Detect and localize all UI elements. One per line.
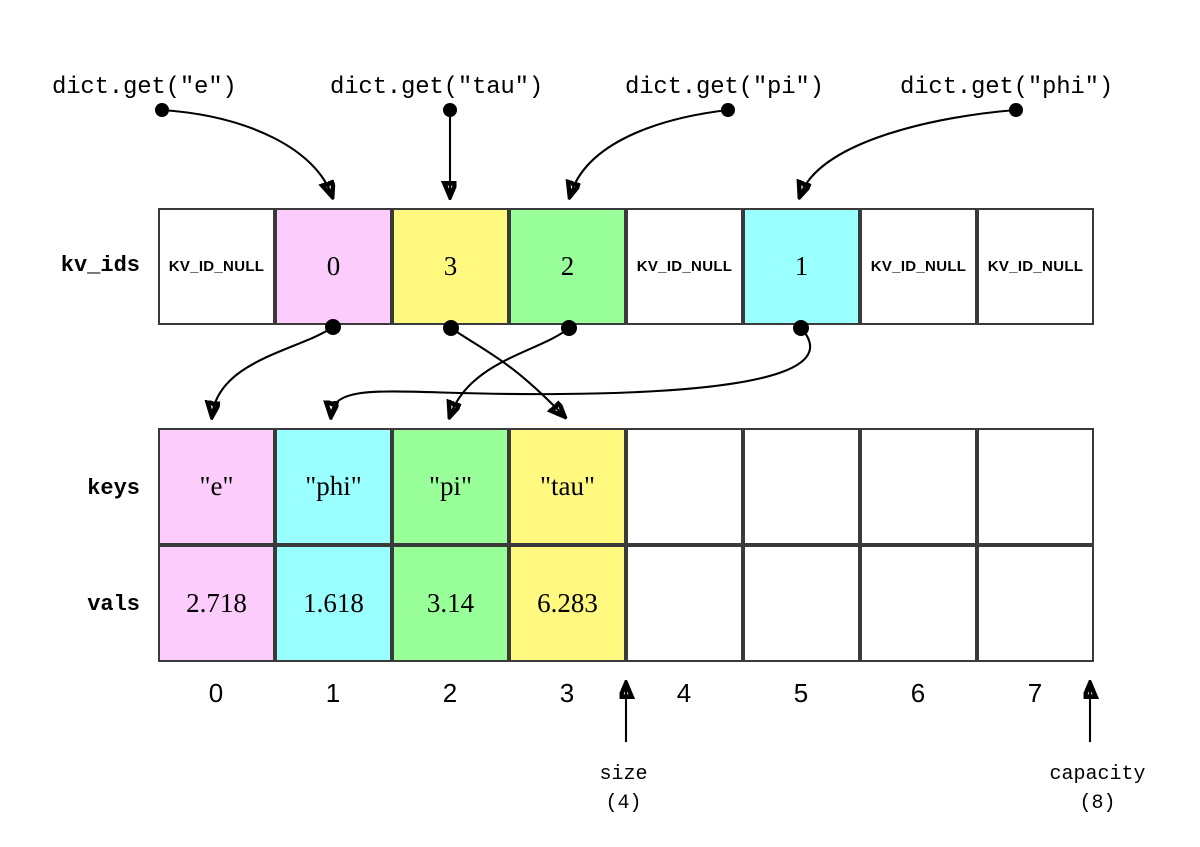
- kv-ids-cell-4: KV_ID_NULL: [626, 208, 743, 325]
- index-label-4: 4: [676, 678, 692, 708]
- call-label-e: dict.get("e"): [52, 74, 237, 101]
- keys-cell-0-text: "e": [199, 471, 234, 501]
- keys-cell-3: "tau": [509, 428, 626, 545]
- size-annotation-name: size: [599, 763, 648, 786]
- connector-kvids2-to-slot3: [443, 320, 564, 416]
- kv-ids-cell-7: KV_ID_NULL: [977, 208, 1094, 325]
- row-label-kv-ids: kv_ids: [60, 253, 140, 278]
- size-annotation-value: (4): [605, 792, 642, 815]
- kv-ids-cell-0: KV_ID_NULL: [158, 208, 275, 325]
- call-label-pi: dict.get("pi"): [625, 74, 824, 101]
- call-label-tau: dict.get("tau"): [330, 74, 544, 101]
- capacity-annotation: capacity (8): [1010, 760, 1185, 818]
- connector-kvids1-to-slot0: [212, 319, 341, 416]
- vals-cell-2-text: 3.14: [426, 588, 475, 618]
- index-label-0: 0: [208, 678, 224, 708]
- size-annotation: size (4): [566, 760, 681, 818]
- kv-ids-cell-6-text: KV_ID_NULL: [870, 258, 967, 275]
- keys-cell-0: "e": [158, 428, 275, 545]
- vals-cell-5: [743, 545, 860, 662]
- index-label-5: 5: [793, 678, 809, 708]
- row-label-keys: keys: [87, 476, 140, 501]
- index-label-1: 1: [325, 678, 341, 708]
- kv-ids-cell-2-text: 3: [443, 251, 458, 281]
- keys-cell-2: "pi": [392, 428, 509, 545]
- kv-ids-cell-5: 1: [743, 208, 860, 325]
- kv-ids-cell-2: 3: [392, 208, 509, 325]
- vals-cell-0: 2.718: [158, 545, 275, 662]
- connector-get-pi-to-kvids3: [570, 103, 735, 196]
- vals-cell-4: [626, 545, 743, 662]
- kv-ids-cell-4-text: KV_ID_NULL: [636, 258, 733, 275]
- vals-cell-2: 3.14: [392, 545, 509, 662]
- kv-ids-cell-7-text: KV_ID_NULL: [987, 258, 1084, 275]
- index-label-2: 2: [442, 678, 458, 708]
- keys-cell-5: [743, 428, 860, 545]
- kv-ids-cell-5-text: 1: [794, 251, 809, 281]
- keys-cell-1: "phi": [275, 428, 392, 545]
- index-label-6: 6: [910, 678, 926, 708]
- kv-ids-cell-3-text: 2: [560, 251, 575, 281]
- keys-cell-2-text: "pi": [428, 471, 473, 501]
- vals-cell-1-text: 1.618: [303, 588, 364, 618]
- keys-cell-3-text: "tau": [539, 471, 596, 501]
- connector-get-tau-to-kvids2: [443, 103, 457, 196]
- capacity-annotation-value: (8): [1079, 792, 1116, 815]
- vals-cell-6: [860, 545, 977, 662]
- connector-kvids5-to-slot1: [331, 320, 812, 416]
- connector-get-phi-to-kvids5: [800, 103, 1023, 196]
- keys-cell-1-text: "phi": [305, 471, 362, 501]
- connector-kvids3-to-slot2: [450, 320, 577, 416]
- connector-get-e-to-kvids1: [155, 103, 332, 196]
- capacity-annotation-name: capacity: [1049, 763, 1146, 786]
- kv-ids-cell-3: 2: [509, 208, 626, 325]
- vals-cell-1: 1.618: [275, 545, 392, 662]
- vals-cell-7: [977, 545, 1094, 662]
- call-label-phi: dict.get("phi"): [900, 74, 1114, 101]
- keys-cell-4: [626, 428, 743, 545]
- index-label-7: 7: [1027, 678, 1043, 708]
- kv-ids-cell-6: KV_ID_NULL: [860, 208, 977, 325]
- kv-ids-cell-0-text: KV_ID_NULL: [168, 258, 265, 275]
- keys-cell-7: [977, 428, 1094, 545]
- vals-cell-3: 6.283: [509, 545, 626, 662]
- vals-cell-0-text: 2.718: [186, 588, 247, 618]
- kv-ids-cell-1: 0: [275, 208, 392, 325]
- row-label-vals: vals: [87, 592, 140, 617]
- kv-ids-cell-1-text: 0: [326, 251, 341, 281]
- index-label-3: 3: [559, 678, 575, 708]
- vals-cell-3-text: 6.283: [537, 588, 598, 618]
- keys-cell-6: [860, 428, 977, 545]
